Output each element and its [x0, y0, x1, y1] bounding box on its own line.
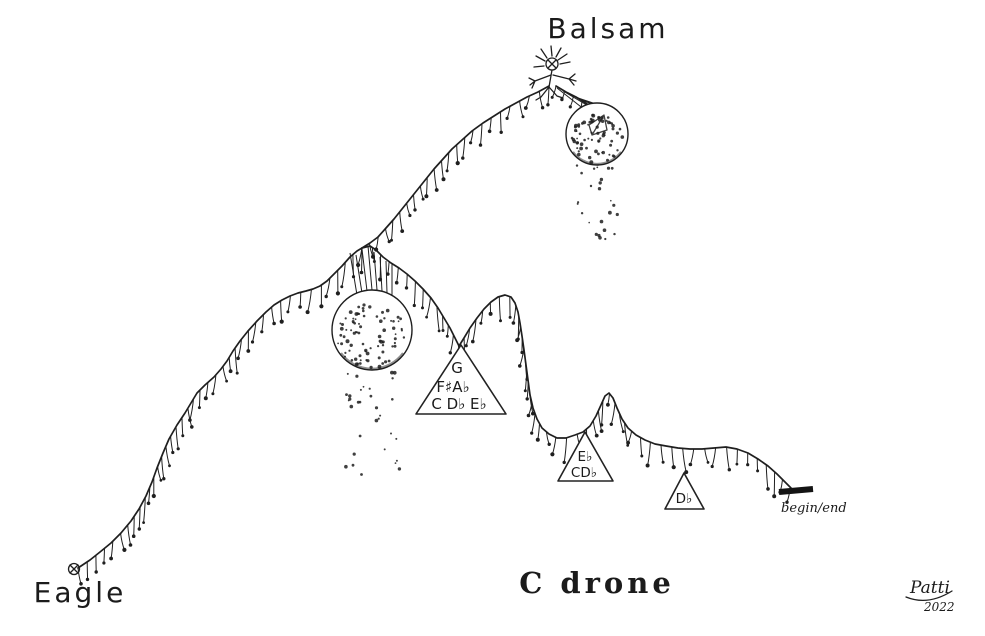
stick-figure-hair — [533, 45, 571, 68]
eagle-start-marker — [67, 562, 81, 576]
hanging-spheres — [331, 102, 629, 476]
signature-name: Patti — [909, 578, 950, 598]
kite-sketch — [588, 114, 608, 136]
triangle-medium: E♭ CD♭ — [557, 431, 614, 482]
triangle-medium-line2: CD♭ — [571, 465, 597, 481]
triangle-medium-line1: E♭ — [578, 449, 593, 465]
sphere-top-sketch — [588, 114, 608, 136]
signature-flourish — [905, 590, 953, 602]
stick-figure-body — [528, 69, 577, 101]
triangle-large-line1: G — [451, 359, 463, 377]
ink-layer — [77, 85, 814, 586]
balsam-label: Balsam — [547, 12, 668, 45]
begin-end-bar — [778, 486, 814, 495]
artist-signature: Patti 2022 — [905, 578, 955, 614]
root-lines — [349, 87, 605, 296]
c-drone-label: C drone — [519, 566, 675, 600]
triangle-large-line3: C D♭ E♭ — [431, 395, 486, 413]
triangle-large-shape — [415, 344, 507, 415]
stick-figure — [528, 45, 577, 101]
signature-year: 2022 — [923, 600, 955, 614]
circled-x-icon — [67, 562, 81, 576]
triangle-large: G F♯A♭ C D♭ E♭ — [415, 344, 507, 415]
triangle-small-shape — [664, 472, 705, 510]
triangle-small: D♭ — [664, 472, 705, 510]
eagle-label: Eagle — [34, 576, 127, 609]
triangle-medium-shape — [557, 431, 614, 482]
triangle-large-line2: F♯A♭ — [436, 378, 469, 396]
ridge-lines — [77, 85, 797, 569]
circled-x-cross — [69, 564, 79, 574]
triangle-small-line1: D♭ — [676, 491, 693, 507]
fringe-hairs — [77, 85, 791, 586]
begin-end-label: begin/end — [781, 501, 847, 516]
stick-figure-face-x — [547, 59, 557, 69]
